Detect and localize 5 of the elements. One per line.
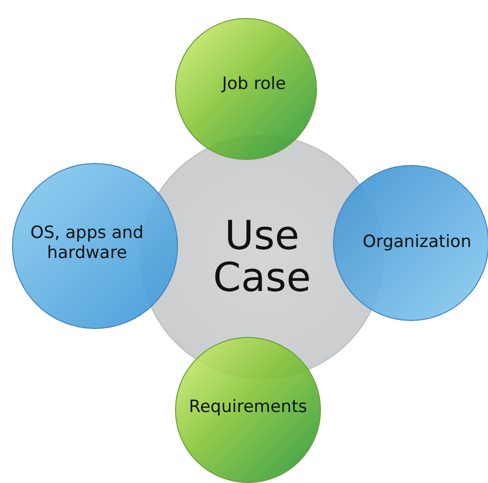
topic-label: Job role [222, 75, 286, 95]
topic-label: Organization [362, 233, 472, 253]
center-title: Use Case [212, 215, 312, 299]
topic-label: OS, apps and hardware [29, 224, 145, 264]
topic-label: Requirements [188, 398, 308, 418]
